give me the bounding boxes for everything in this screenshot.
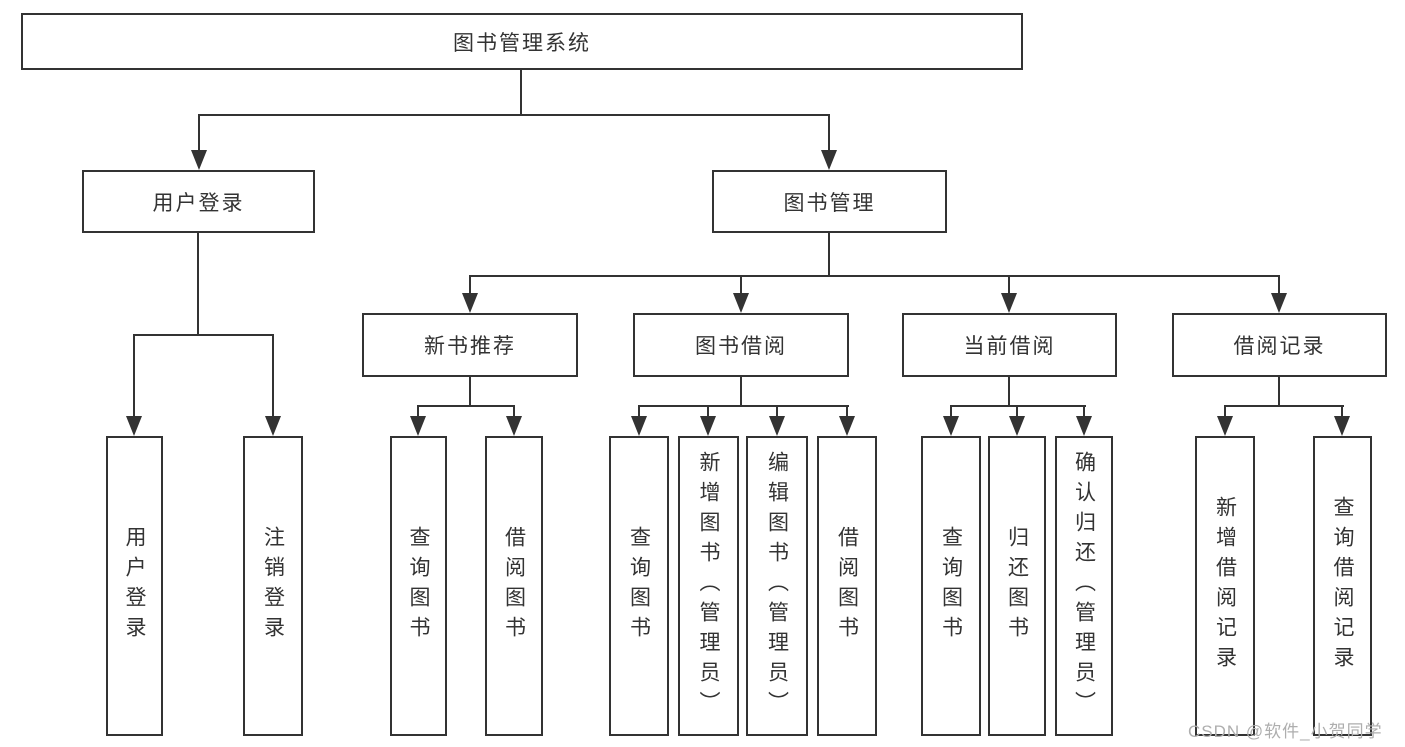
leaf-query-books-current-label: 查询图书: [939, 526, 963, 646]
leaf-edit-book-admin-label: 编辑图书（管理员）: [765, 451, 789, 721]
connector-recommend-distributor: [417, 405, 515, 407]
connector-drop-user-login: [198, 114, 200, 152]
connector-drop-leaf: [272, 335, 274, 418]
leaf-add-book-admin-label: 新增图书（管理员）: [697, 451, 720, 721]
arrow-down-icon: [769, 416, 785, 436]
leaf-query-borrow-record-label: 查询借阅记录: [1331, 496, 1354, 676]
leaf-borrow-books-recommend: 借阅图书: [485, 436, 543, 736]
node-root-label: 图书管理系统: [453, 31, 591, 55]
node-current-borrowing-label: 当前借阅: [963, 335, 1056, 358]
node-user-login-label: 用户登录: [152, 191, 245, 215]
connector-drop-leaf: [133, 335, 135, 418]
connector-drop-leaf: [707, 406, 709, 417]
arrow-down-icon: [1001, 293, 1017, 313]
leaf-user-login: 用户登录: [106, 436, 163, 736]
connector-drop-leaf: [1016, 406, 1018, 417]
connector-drop-leaf: [776, 406, 778, 417]
leaf-borrow-books-borrowing: 借阅图书: [817, 436, 877, 736]
leaf-edit-book-admin: 编辑图书（管理员）: [746, 436, 808, 736]
connector-drop-level3: [469, 276, 471, 294]
leaf-user-login-label: 用户登录: [123, 526, 146, 646]
connector-book-management-trunk: [828, 233, 830, 277]
arrow-down-icon: [943, 416, 959, 436]
connector-level2-distributor: [198, 114, 830, 116]
leaf-logout: 注销登录: [243, 436, 303, 736]
arrow-down-icon: [733, 293, 749, 313]
connector-records-distributor: [1224, 405, 1344, 407]
arrow-down-icon: [506, 416, 522, 436]
node-new-book-recommend-label: 新书推荐: [424, 335, 516, 358]
node-borrowing-records: 借阅记录: [1172, 313, 1387, 377]
connector-drop-leaf: [417, 406, 419, 417]
leaf-query-books-borrowing: 查询图书: [609, 436, 669, 736]
arrow-down-icon: [821, 150, 837, 170]
connector-drop-leaf: [1083, 406, 1085, 417]
arrow-down-icon: [410, 416, 426, 436]
leaf-confirm-return-admin-label: 确认归还（管理员）: [1072, 451, 1096, 721]
leaf-query-books-current: 查询图书: [921, 436, 981, 736]
connector-drop-leaf: [950, 406, 952, 417]
leaf-query-books-recommend-label: 查询图书: [407, 526, 430, 646]
connector-user-login-trunk: [197, 233, 199, 336]
connector-drop-leaf: [846, 406, 848, 417]
leaf-confirm-return-admin: 确认归还（管理员）: [1055, 436, 1113, 736]
connector-current-distributor: [950, 405, 1086, 407]
node-book-borrowing: 图书借阅: [633, 313, 849, 377]
arrow-down-icon: [1217, 416, 1233, 436]
leaf-borrow-books-recommend-label: 借阅图书: [502, 526, 526, 646]
leaf-return-book-label: 归还图书: [1005, 526, 1029, 646]
connector-drop-leaf: [638, 406, 640, 417]
node-book-management: 图书管理: [712, 170, 947, 233]
connector-root-trunk: [520, 70, 522, 116]
connector-borrowing-trunk: [740, 377, 742, 406]
leaf-return-book: 归还图书: [988, 436, 1046, 736]
connector-borrowing-distributor: [638, 405, 849, 407]
connector-drop-leaf: [513, 406, 515, 417]
leaf-query-books-recommend: 查询图书: [390, 436, 447, 736]
connector-drop-leaf: [1341, 406, 1343, 417]
leaf-logout-label: 注销登录: [261, 526, 285, 646]
arrow-down-icon: [631, 416, 647, 436]
leaf-borrow-books-borrowing-label: 借阅图书: [835, 526, 859, 646]
leaf-add-borrow-record: 新增借阅记录: [1195, 436, 1255, 736]
leaf-query-borrow-record: 查询借阅记录: [1313, 436, 1372, 736]
node-borrowing-records-label: 借阅记录: [1233, 335, 1326, 358]
csdn-watermark: CSDN @软件_小贺同学: [1188, 722, 1383, 741]
connector-drop-book-management: [828, 114, 830, 152]
connector-drop-leaf: [1224, 406, 1226, 417]
connector-records-trunk: [1278, 377, 1280, 406]
node-current-borrowing: 当前借阅: [902, 313, 1117, 377]
arrow-down-icon: [1076, 416, 1092, 436]
connector-current-trunk: [1008, 377, 1010, 406]
connector-level3-distributor: [469, 275, 1280, 277]
arrow-down-icon: [1009, 416, 1025, 436]
arrow-down-icon: [1334, 416, 1350, 436]
connector-drop-level3: [740, 276, 742, 294]
arrow-down-icon: [191, 150, 207, 170]
arrow-down-icon: [700, 416, 716, 436]
leaf-add-borrow-record-label: 新增借阅记录: [1213, 496, 1237, 676]
arrow-down-icon: [839, 416, 855, 436]
arrow-down-icon: [462, 293, 478, 313]
node-library-management-system: 图书管理系统: [21, 13, 1023, 70]
node-book-management-label: 图书管理: [783, 191, 876, 215]
node-user-login: 用户登录: [82, 170, 315, 233]
connector-user-login-distributor: [133, 334, 274, 336]
leaf-query-books-borrowing-label: 查询图书: [627, 526, 651, 646]
arrow-down-icon: [126, 416, 142, 436]
arrow-down-icon: [265, 416, 281, 436]
leaf-add-book-admin: 新增图书（管理员）: [678, 436, 739, 736]
connector-recommend-trunk: [469, 377, 471, 406]
connector-drop-level3: [1008, 276, 1010, 294]
node-book-borrowing-label: 图书借阅: [695, 335, 787, 358]
connector-drop-level3: [1278, 276, 1280, 294]
arrow-down-icon: [1271, 293, 1287, 313]
node-new-book-recommend: 新书推荐: [362, 313, 578, 377]
